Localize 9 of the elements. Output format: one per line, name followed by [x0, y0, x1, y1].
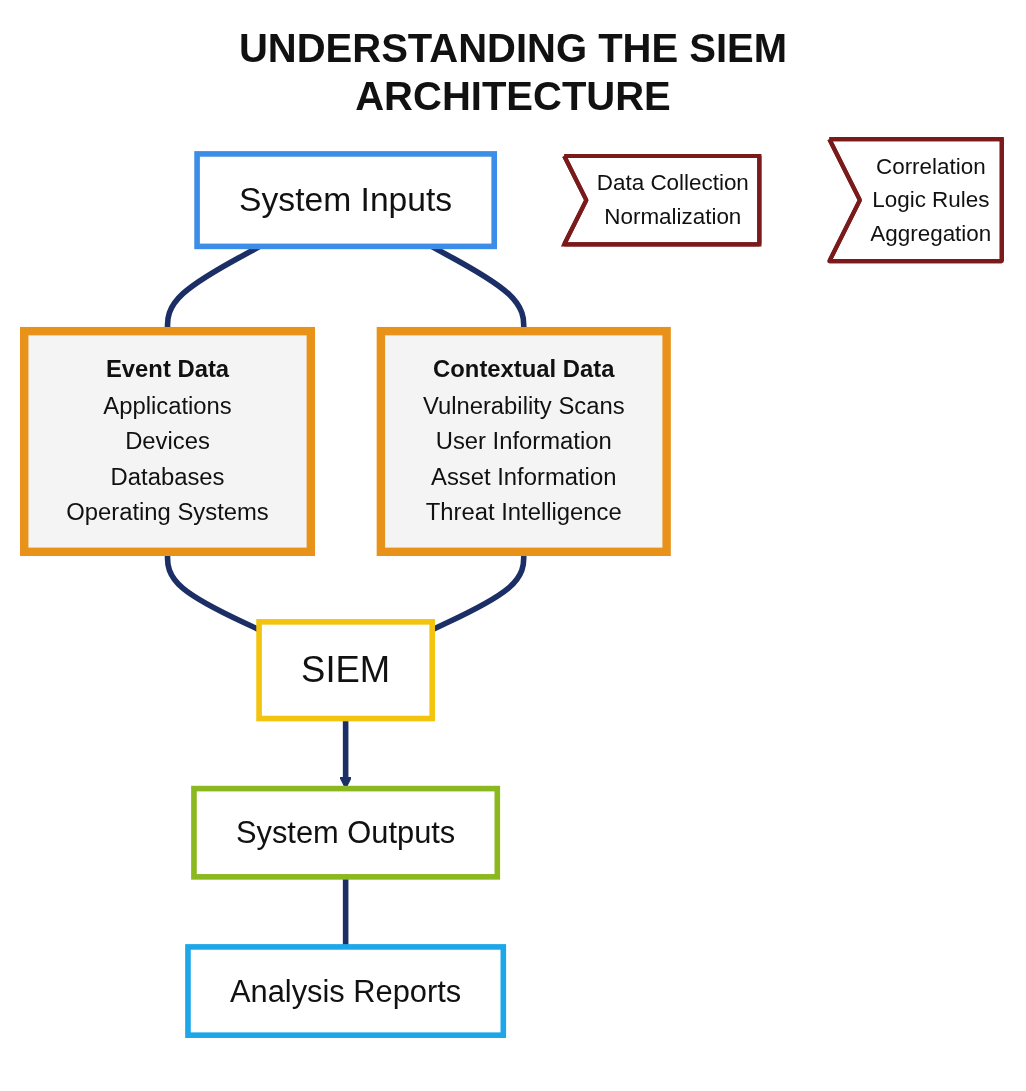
process-box: System Inputs — [194, 151, 497, 250]
process-box: System Outputs — [191, 785, 501, 880]
data-card: Event Data Applications Devices Databases Operating Systems — [20, 326, 316, 557]
data-card: Contextual Data Vulnerability Scans User Information Asset Information Threat Intelligence — [376, 326, 671, 557]
block-arrow: Correlation Logic Rules Aggregation — [827, 137, 1004, 264]
process-box: SIEM — [256, 619, 435, 722]
process-box: Analysis Reports — [185, 944, 507, 1038]
diagram-title: UNDERSTANDING THE SIEM ARCHITECTURE — [237, 25, 789, 120]
block-arrow: Data Collection Normalization — [562, 153, 762, 247]
